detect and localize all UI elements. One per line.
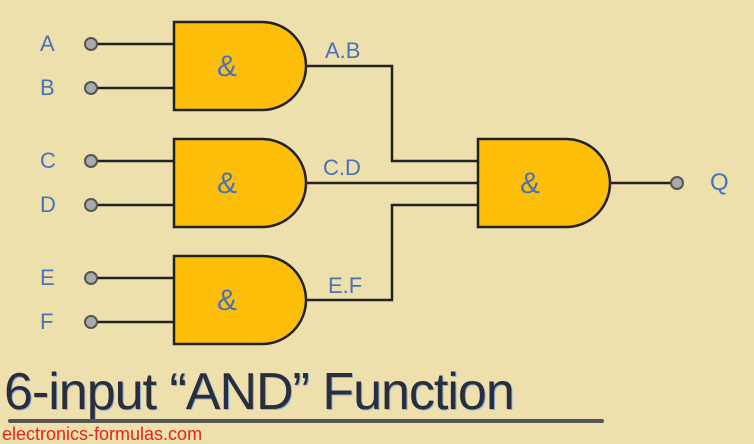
output-label-ab: A.B xyxy=(325,38,361,63)
title-underline xyxy=(8,419,604,423)
diagram-title: 6-input “AND” Function xyxy=(4,363,515,421)
and-gate-1 xyxy=(172,20,308,112)
gate-final-symbol: & xyxy=(520,167,541,200)
terminal-b xyxy=(84,81,98,95)
input-label-e: E xyxy=(40,265,55,290)
gate-1-symbol: & xyxy=(217,50,238,83)
and-gate-final xyxy=(476,137,612,229)
terminal-a xyxy=(84,37,98,51)
input-label-c: C xyxy=(40,148,56,173)
terminal-f xyxy=(84,315,98,329)
input-label-a: A xyxy=(40,31,55,56)
and-gate-2 xyxy=(172,137,308,229)
terminal-c xyxy=(84,154,98,168)
output-label-cd: C.D xyxy=(323,155,361,180)
input-label-f: F xyxy=(40,309,54,334)
output-label-q: Q xyxy=(710,169,729,196)
output-label-ef: E.F xyxy=(328,273,363,298)
gate-2-symbol: & xyxy=(217,167,238,200)
terminal-e xyxy=(84,271,98,285)
watermark: electronics-formulas.com xyxy=(2,424,203,444)
input-label-d: D xyxy=(40,192,56,217)
gate-3-symbol: & xyxy=(217,284,238,317)
and-gate-3 xyxy=(172,254,308,346)
input-label-b: B xyxy=(40,75,55,100)
terminal-d xyxy=(84,198,98,212)
terminal-q xyxy=(670,176,684,190)
